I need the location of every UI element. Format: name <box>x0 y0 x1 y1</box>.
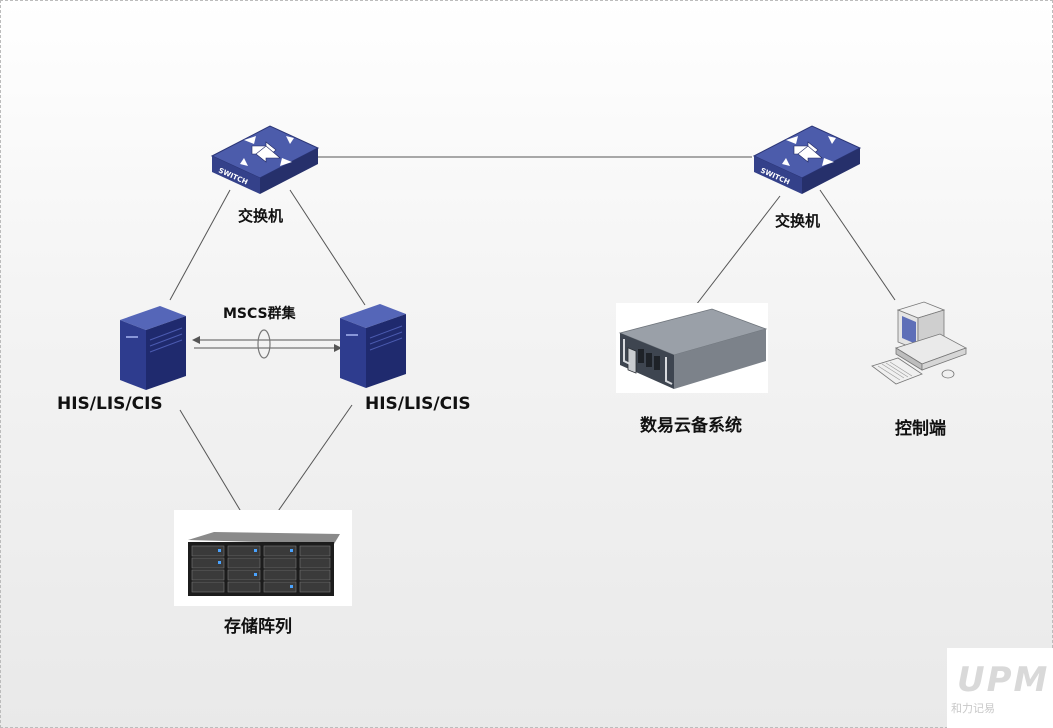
backup-appliance-icon <box>618 308 768 389</box>
storage-label: 存储阵列 <box>224 617 292 637</box>
switch-left: SWITCH <box>210 122 320 194</box>
switch-left-label: 交换机 <box>238 207 284 225</box>
storage-array <box>174 510 352 606</box>
console-workstation <box>868 298 972 394</box>
link-switch-left-to-server-left <box>169 189 231 301</box>
logo-subtitle: 和力记易 <box>951 702 995 715</box>
link-switch-right-to-backup <box>695 195 781 306</box>
server-right-label: HIS/LIS/CIS <box>365 394 471 414</box>
switch-right-label: 交换机 <box>775 212 821 230</box>
cluster-heartbeat-arrows <box>192 329 342 359</box>
server-right <box>340 298 410 390</box>
server-left-label: HIS/LIS/CIS <box>57 394 163 414</box>
switch-right: SWITCH <box>752 122 862 194</box>
backup-label: 数易云备系统 <box>640 416 742 436</box>
backup-appliance <box>616 303 768 393</box>
company-logo: UPM 和力记易 <box>947 648 1053 728</box>
server-tower-icon <box>120 306 186 390</box>
cluster-label: MSCS群集 <box>223 306 296 322</box>
switch-icon: SWITCH <box>210 125 320 194</box>
server-left <box>120 300 190 392</box>
computer-icon <box>871 301 967 385</box>
link-switch-right-to-console <box>819 189 896 301</box>
console-label: 控制端 <box>895 419 946 439</box>
server-tower-icon <box>340 304 406 388</box>
logo-mark: UPM <box>957 660 1050 700</box>
link-switch-left-to-server-right <box>289 189 366 306</box>
storage-array-icon <box>188 532 340 596</box>
switch-icon: SWITCH <box>752 125 862 194</box>
